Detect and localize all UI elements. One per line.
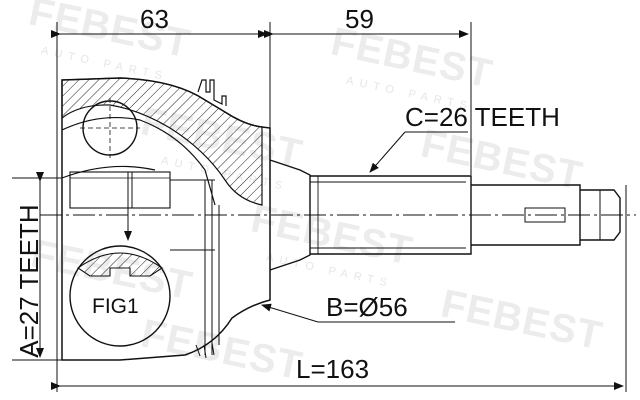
- shaft-neck: [269, 159, 311, 271]
- spline-teeth-a-label: A=27 TEETH: [14, 204, 44, 358]
- hatched-section: [61, 77, 263, 206]
- spline-teeth-c-label: C=26 TEETH: [405, 102, 560, 132]
- housing-teeth: [195, 342, 215, 359]
- dimension-label-59: 59: [345, 4, 374, 34]
- inner-race-curve: [61, 165, 156, 179]
- cage: [69, 171, 171, 209]
- diameter-b-label: B=Ø56: [326, 292, 408, 322]
- shaft-thread-end: [580, 189, 621, 241]
- fig1-detail-circle: [69, 245, 171, 347]
- fig1-hatch: [77, 252, 163, 277]
- leader-line-c: [369, 131, 406, 173]
- shaft-keyway: [524, 207, 566, 223]
- dimension-label-63: 63: [140, 4, 169, 34]
- leader-line-b: [261, 303, 319, 323]
- shaft-spline-body: [310, 175, 472, 255]
- inner-race-curve: [61, 116, 216, 206]
- fig1-label: FIG1: [92, 295, 139, 318]
- shaft-step: [471, 184, 581, 246]
- length-l-label: L=163: [296, 354, 370, 384]
- housing-teeth: [197, 79, 227, 106]
